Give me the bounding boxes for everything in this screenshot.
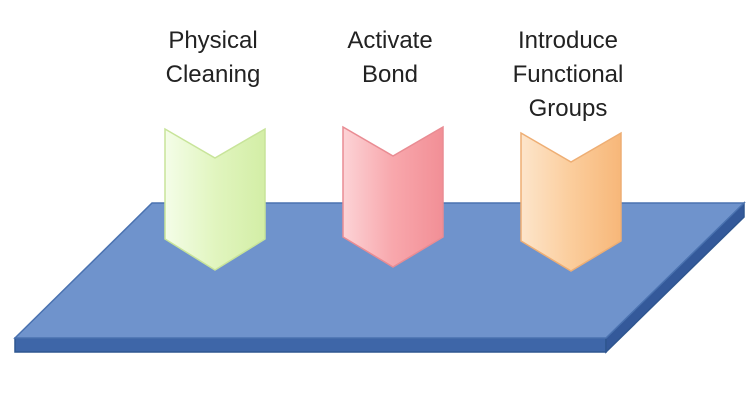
step-label-line: Groups xyxy=(528,95,608,122)
step-label-activate-bond: Activate Bond xyxy=(305,24,475,92)
chevron-down-icon xyxy=(520,131,622,272)
plate-front-edge xyxy=(14,337,607,353)
step-label-line: Cleaning xyxy=(165,61,261,88)
step-label-physical-cleaning: Physical Cleaning xyxy=(128,24,298,92)
step-label-line: Physical xyxy=(168,27,258,54)
step-label-line: Activate xyxy=(347,27,433,54)
chevron-down-icon xyxy=(342,125,444,268)
step-label-line: Introduce xyxy=(517,27,619,54)
chevron-step-2 xyxy=(342,125,444,268)
step-label-introduce-functional-groups: Introduce Functional Groups xyxy=(483,24,653,126)
step-label-line: Bond xyxy=(361,61,419,88)
step-label-line: Functional xyxy=(512,61,624,88)
chevron-step-1 xyxy=(164,127,266,271)
chevron-down-icon xyxy=(164,127,266,271)
chevron-step-3 xyxy=(520,131,622,272)
